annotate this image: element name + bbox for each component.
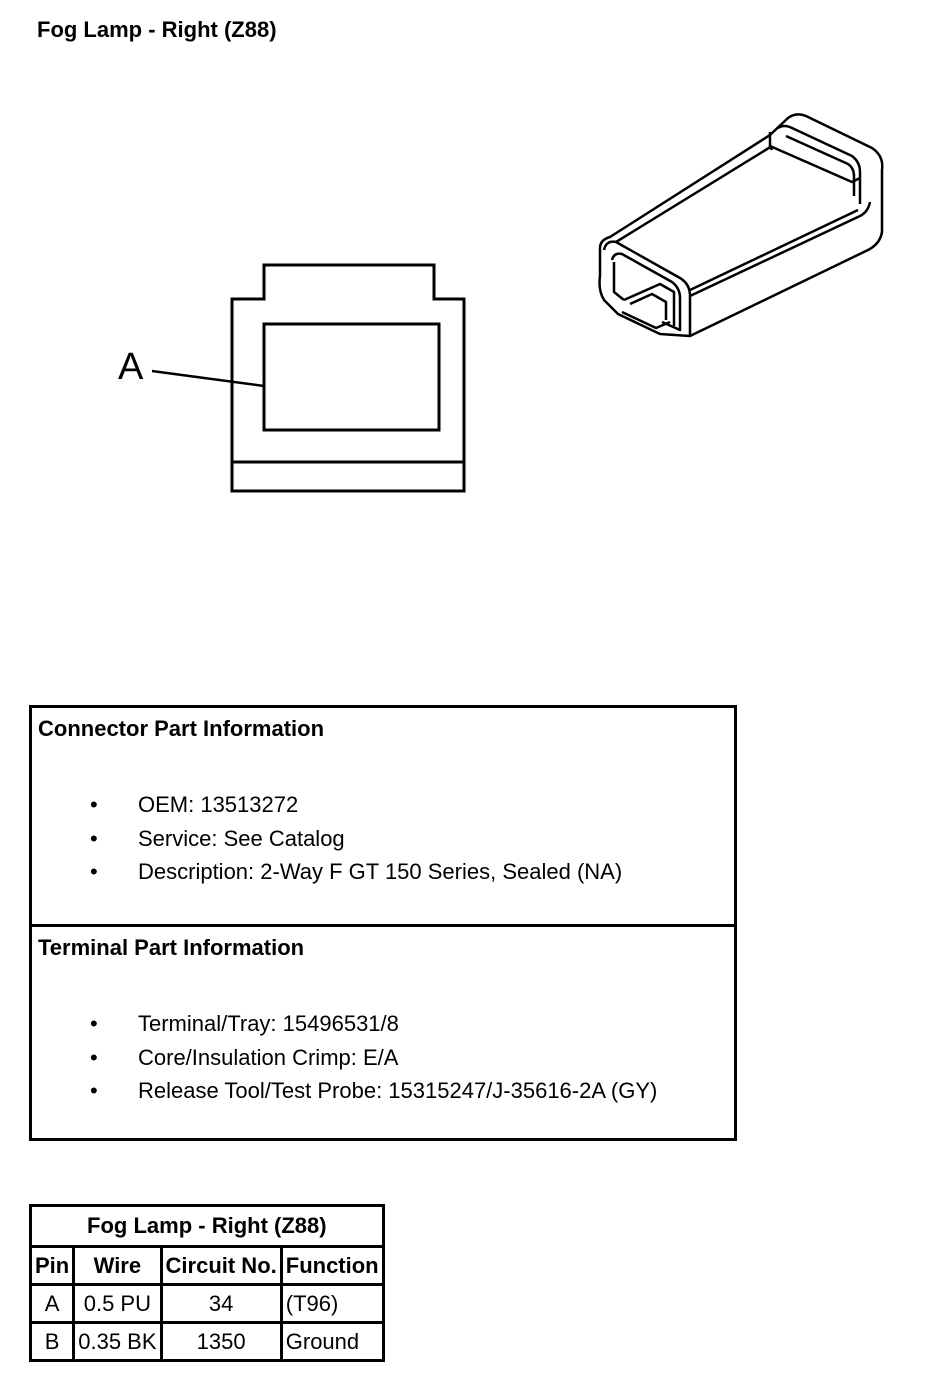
list-item: •Terminal/Tray: 15496531/8: [32, 1007, 734, 1041]
cell-function: Ground: [279, 1321, 385, 1362]
header-function: Function: [279, 1245, 385, 1286]
list-item: •Release Tool/Test Probe: 15315247/J-356…: [32, 1074, 734, 1108]
header-pin: Pin: [28, 1245, 76, 1286]
page-title: Fog Lamp - Right (Z88): [37, 17, 277, 42]
terminal-info-section: Terminal Part Information •Terminal/Tray…: [32, 927, 734, 1138]
connector-info-list: •OEM: 13513272 •Service: See Catalog •De…: [32, 788, 734, 889]
bullet-icon: •: [90, 1011, 98, 1036]
table-header-row: Pin Wire Circuit No. Function: [28, 1245, 385, 1286]
part-info-box: Connector Part Information •OEM: 1351327…: [29, 705, 737, 1141]
cell-function: (T96): [279, 1283, 385, 1324]
cell-wire: 0.5 PU: [72, 1283, 163, 1324]
callout-leader-line: [151, 369, 265, 388]
bullet-icon: •: [90, 1044, 98, 1070]
bullet-icon: •: [90, 825, 98, 851]
connector-diagram: [151, 113, 884, 493]
callout-label-a: A: [118, 346, 144, 388]
connector-face-view: [230, 263, 466, 493]
cell-pin: B: [28, 1321, 76, 1362]
cell-wire: 0.35 BK: [72, 1321, 163, 1362]
list-item: •Description: 2-Way F GT 150 Series, Sea…: [32, 855, 734, 889]
cell-circuit: 34: [159, 1283, 283, 1324]
header-circuit: Circuit No.: [159, 1245, 283, 1286]
list-item: •Service: See Catalog: [32, 822, 734, 856]
connector-3d-view: [598, 113, 884, 338]
cell-circuit: 1350: [159, 1321, 283, 1362]
cell-pin: A: [28, 1283, 76, 1324]
pin-table-caption: Fog Lamp - Right (Z88): [29, 1204, 385, 1248]
table-row: A 0.5 PU 34 (T96): [28, 1283, 385, 1324]
terminal-info-list: •Terminal/Tray: 15496531/8 •Core/Insulat…: [32, 1007, 734, 1108]
terminal-info-heading: Terminal Part Information: [38, 935, 305, 960]
connector-info-heading: Connector Part Information: [38, 716, 325, 741]
list-item: •OEM: 13513272: [32, 788, 734, 822]
header-wire: Wire: [72, 1245, 163, 1286]
bullet-icon: •: [90, 859, 98, 884]
connector-info-section: Connector Part Information •OEM: 1351327…: [32, 708, 734, 927]
pin-table: Fog Lamp - Right (Z88) Pin Wire Circuit …: [28, 1204, 385, 1362]
list-item: •Core/Insulation Crimp: E/A: [32, 1041, 734, 1075]
bullet-icon: •: [90, 1078, 98, 1103]
bullet-icon: •: [90, 792, 98, 817]
table-row: B 0.35 BK 1350 Ground: [28, 1321, 385, 1362]
